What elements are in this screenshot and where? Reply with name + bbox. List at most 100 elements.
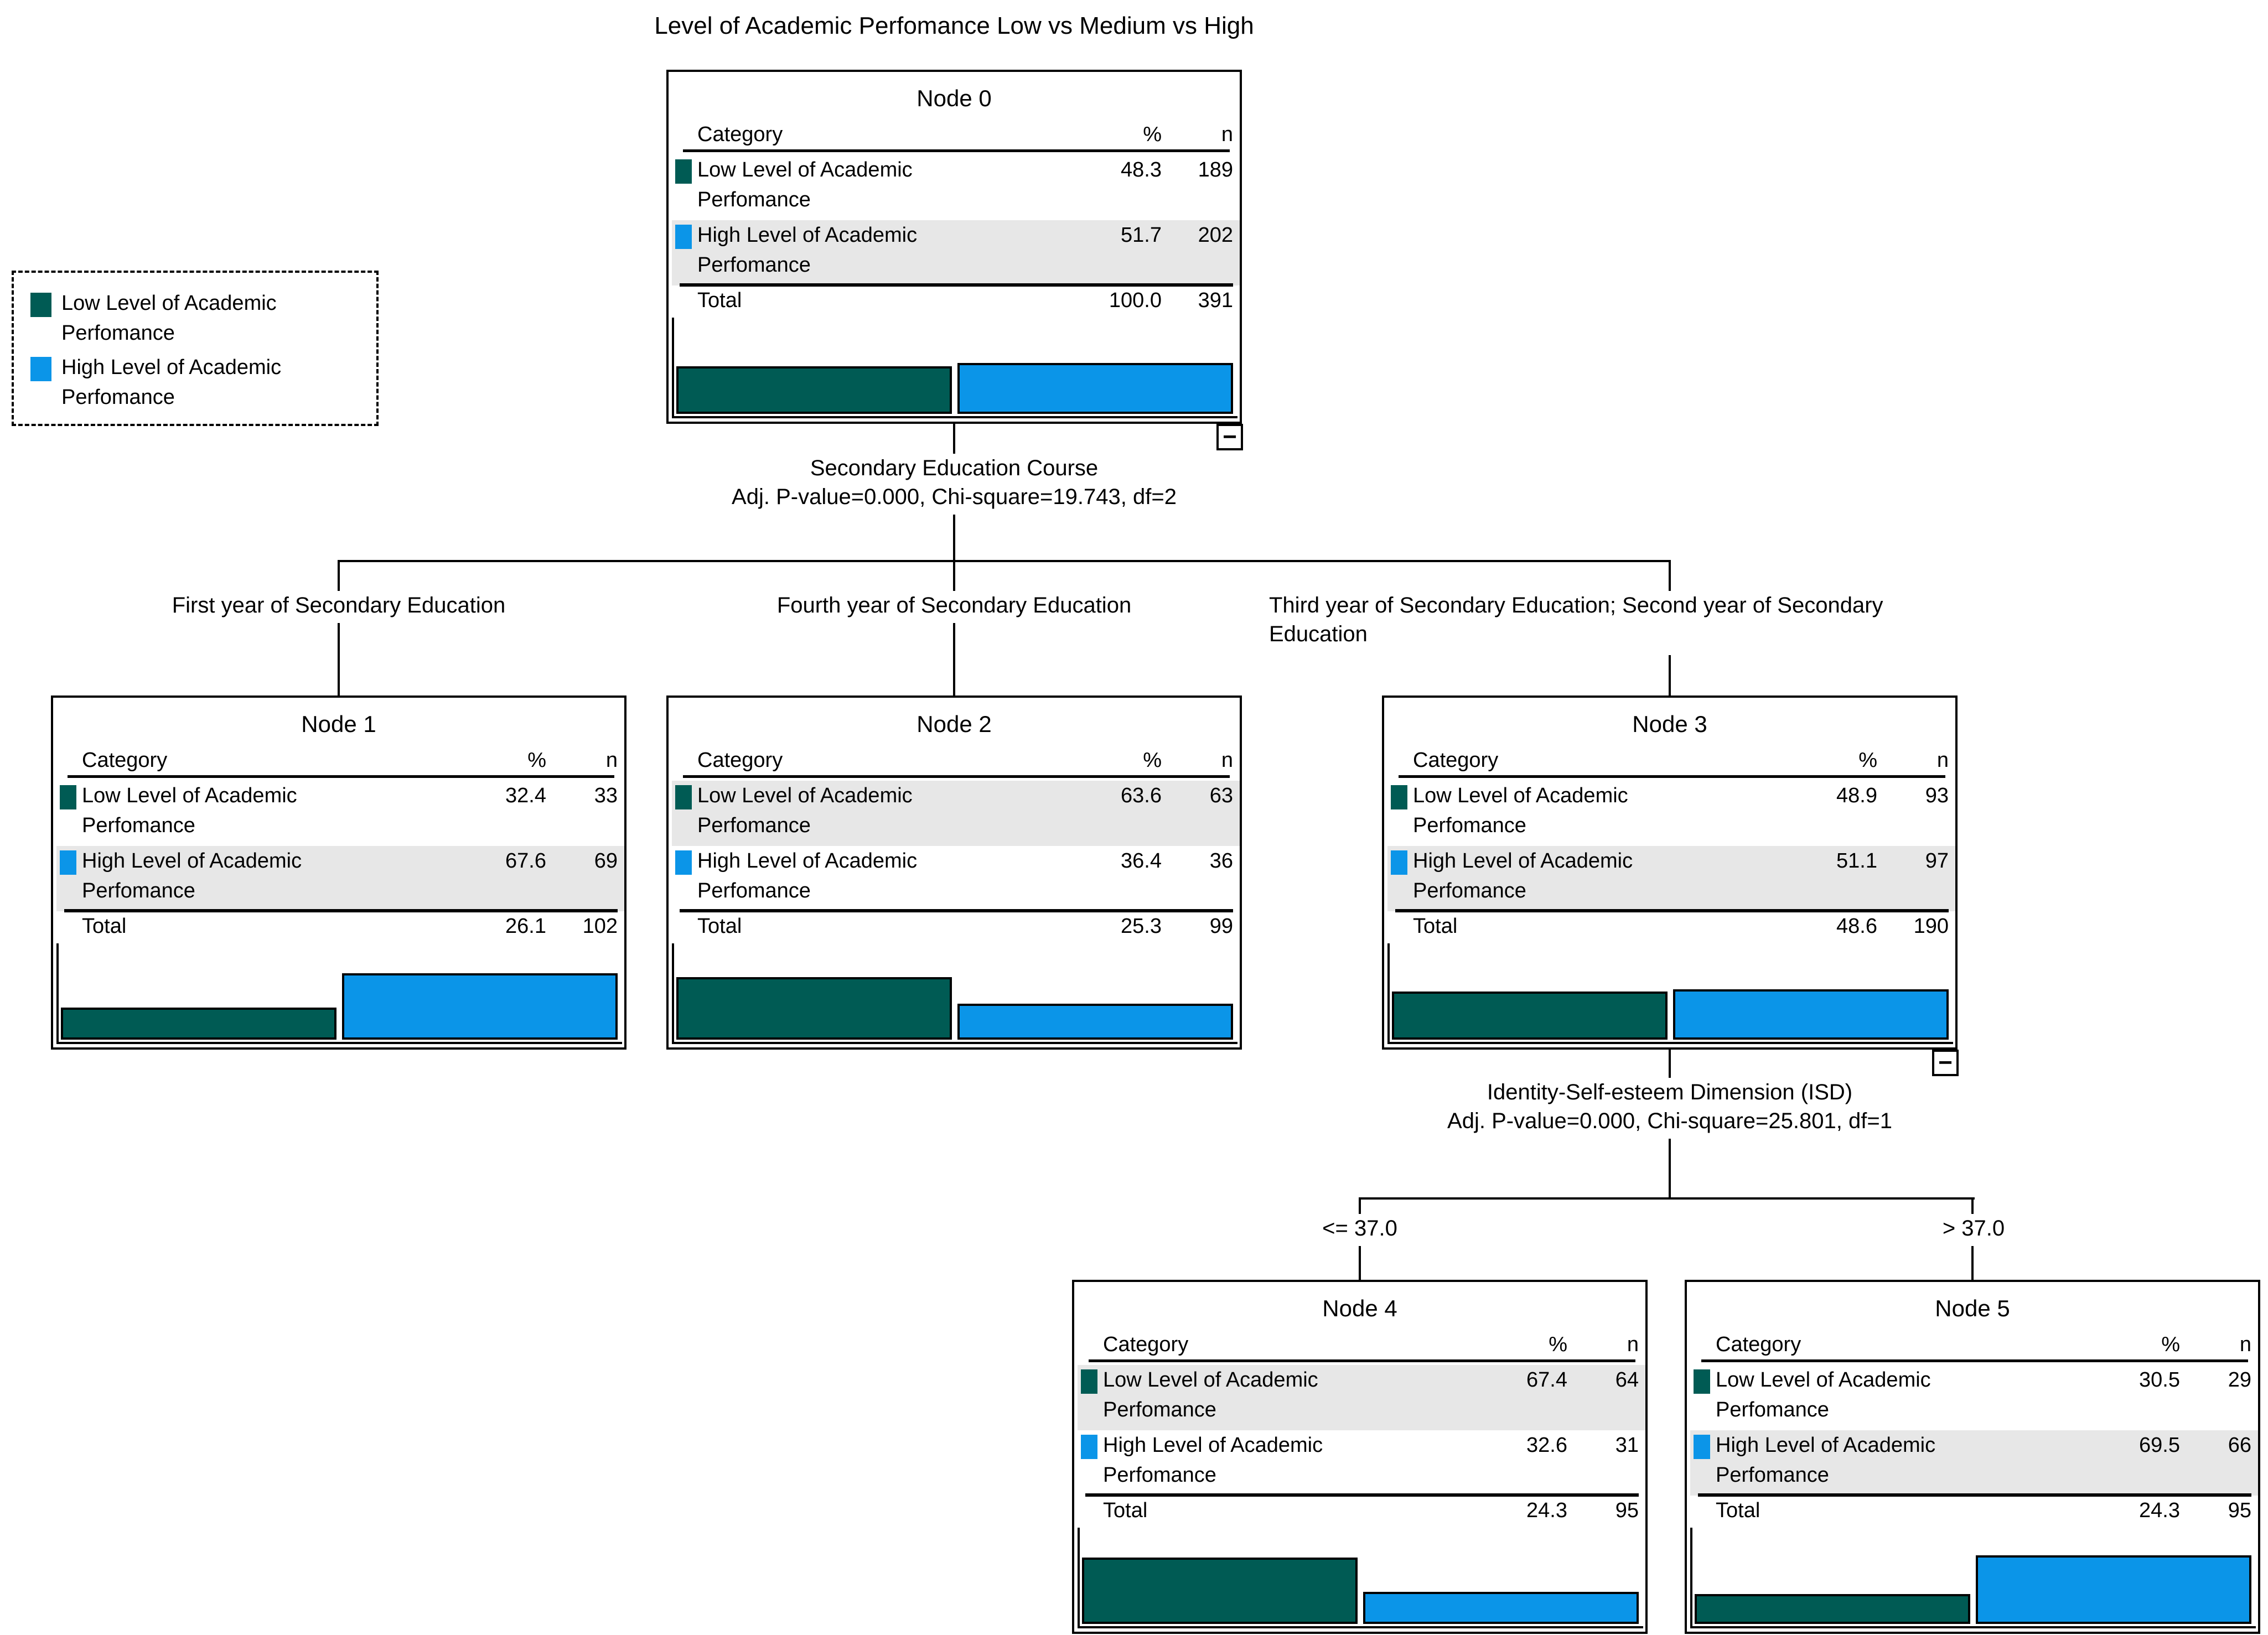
low-category-swatch-icon xyxy=(675,785,692,809)
high-category-swatch-icon xyxy=(60,850,76,875)
category-percent: 48.3 xyxy=(1121,158,1162,181)
node-4-box[interactable]: Node 4 Category % n Low Level of Academi… xyxy=(1072,1280,1648,1634)
collapse-button-node3[interactable]: − xyxy=(1932,1050,1959,1076)
total-divider xyxy=(680,909,1233,912)
header-n: n xyxy=(1936,749,1949,772)
category-count: 93 xyxy=(1925,784,1949,807)
branch-label-le-37: <= 37.0 xyxy=(1288,1214,1432,1246)
header-category: Category xyxy=(1413,749,1499,772)
node-3-box[interactable]: Node 3 Category % n Low Level of Academi… xyxy=(1382,695,1958,1050)
total-count: 95 xyxy=(2228,1499,2251,1522)
low-bar xyxy=(1392,992,1668,1040)
total-label: Total xyxy=(1103,1499,1148,1522)
category-count: 36 xyxy=(1209,849,1233,873)
node-title: Node 4 xyxy=(1322,1295,1397,1321)
node-title: Node 0 xyxy=(916,85,992,111)
total-percent: 26.1 xyxy=(505,915,546,938)
high-category-swatch-icon xyxy=(1694,1435,1710,1459)
total-row: Total 24.3 95 xyxy=(1690,1499,2258,1527)
header-category: Category xyxy=(1716,1333,1801,1356)
tree-title: Level of Academic Perfomance Low vs Medi… xyxy=(654,12,1254,39)
category-count: 64 xyxy=(1615,1368,1639,1392)
split-variable: Secondary Education Course xyxy=(810,456,1099,480)
category-count: 66 xyxy=(2228,1434,2251,1457)
category-percent: 51.1 xyxy=(1836,849,1877,873)
split-stats: Adj. P-value=0.000, Chi-square=19.743, d… xyxy=(732,485,1177,509)
node-bar-chart xyxy=(1687,1282,2258,1632)
collapse-button-node0[interactable]: − xyxy=(1216,424,1243,450)
category-row-low: Low Level of Academic Perfomance 67.4 64 xyxy=(1078,1365,1645,1430)
category-percent: 51.7 xyxy=(1121,224,1162,247)
total-label: Total xyxy=(82,915,127,938)
high-bar xyxy=(957,1004,1233,1040)
category-label: Low Level of Academic Perfomance xyxy=(1716,1368,1931,1421)
category-percent: 67.6 xyxy=(505,849,546,873)
chart-axis xyxy=(1690,1528,1692,1628)
low-category-swatch-icon xyxy=(30,293,51,317)
header-divider xyxy=(683,149,1230,152)
low-bar xyxy=(676,366,952,414)
total-percent: 25.3 xyxy=(1121,915,1162,938)
header-percent: % xyxy=(2161,1333,2180,1356)
total-percent: 24.3 xyxy=(1526,1499,1567,1522)
node-2-box[interactable]: Node 2 Category % n Low Level of Academi… xyxy=(666,695,1242,1050)
split-label-secondary-education: Secondary Education Course Adj. P-value=… xyxy=(622,454,1286,515)
node-bar-chart xyxy=(53,698,624,1047)
split-label-isd: Identity-Self-esteem Dimension (ISD) Adj… xyxy=(1352,1078,1988,1139)
total-label: Total xyxy=(697,289,742,312)
category-row-high: High Level of Academic Perfomance 36.4 3… xyxy=(672,846,1240,911)
total-count: 102 xyxy=(582,915,618,938)
node-title: Node 3 xyxy=(1632,711,1707,737)
category-percent: 63.6 xyxy=(1121,784,1162,807)
category-percent: 30.5 xyxy=(2139,1368,2180,1392)
node-title: Node 1 xyxy=(301,711,376,737)
category-row-low: Low Level of Academic Perfomance 30.5 29 xyxy=(1690,1365,2258,1430)
category-count: 33 xyxy=(594,784,618,807)
node-5-box[interactable]: Node 5 Category % n Low Level of Academi… xyxy=(1685,1280,2260,1634)
high-category-swatch-icon xyxy=(1081,1435,1097,1459)
category-percent: 36.4 xyxy=(1121,849,1162,873)
chart-axis xyxy=(56,943,59,1044)
header-category: Category xyxy=(82,749,168,772)
total-count: 95 xyxy=(1615,1499,1639,1522)
connector-line xyxy=(953,560,955,695)
header-percent: % xyxy=(1143,123,1162,146)
category-label: High Level of Academic Perfomance xyxy=(697,849,918,902)
chart-axis xyxy=(1078,1528,1080,1628)
node-1-box[interactable]: Node 1 Category % n Low Level of Academi… xyxy=(51,695,626,1050)
low-bar xyxy=(1695,1594,1970,1624)
category-label: Low Level of Academic Perfomance xyxy=(1413,784,1628,837)
header-divider xyxy=(683,775,1230,778)
total-percent: 100.0 xyxy=(1109,289,1162,312)
category-row-low: Low Level of Academic Perfomance 63.6 63 xyxy=(672,781,1240,846)
total-label: Total xyxy=(1413,915,1458,938)
total-row: Total 48.6 190 xyxy=(1387,915,1955,942)
total-divider xyxy=(64,909,618,912)
connector-rail xyxy=(338,560,1671,562)
high-bar xyxy=(957,363,1233,414)
low-category-swatch-icon xyxy=(675,159,692,184)
chart-axis xyxy=(56,1042,622,1044)
high-category-swatch-icon xyxy=(1391,850,1407,875)
category-row-low: Low Level of Academic Perfomance 48.9 93 xyxy=(1387,781,1955,846)
category-percent: 48.9 xyxy=(1836,784,1877,807)
header-percent: % xyxy=(1549,1333,1567,1356)
category-count: 202 xyxy=(1198,224,1233,247)
category-row-high: High Level of Academic Perfomance 51.1 9… xyxy=(1387,846,1955,911)
category-row-low: Low Level of Academic Perfomance 32.4 33 xyxy=(56,781,624,846)
header-n: n xyxy=(1221,749,1233,772)
table-header: Category % n xyxy=(56,749,624,775)
category-label: High Level of Academic Perfomance xyxy=(82,849,302,902)
node-0-box[interactable]: Node 0 Category % n Low Level of Academi… xyxy=(666,70,1242,424)
branch-label-first-year: First year of Secondary Education xyxy=(117,591,560,623)
branch-label-third-second-year: Third year of Secondary Education; Secon… xyxy=(1269,591,1977,655)
legend-item-low: Low Level of Academic Perfomance xyxy=(30,288,376,348)
split-variable: Identity-Self-esteem Dimension (ISD) xyxy=(1487,1080,1853,1104)
header-n: n xyxy=(605,749,618,772)
header-divider xyxy=(1089,1359,1635,1362)
category-label: High Level of Academic Perfomance xyxy=(1103,1434,1323,1487)
total-row: Total 25.3 99 xyxy=(672,915,1240,942)
total-divider xyxy=(1085,1493,1639,1497)
header-percent: % xyxy=(1143,749,1162,772)
total-count: 190 xyxy=(1913,915,1949,938)
